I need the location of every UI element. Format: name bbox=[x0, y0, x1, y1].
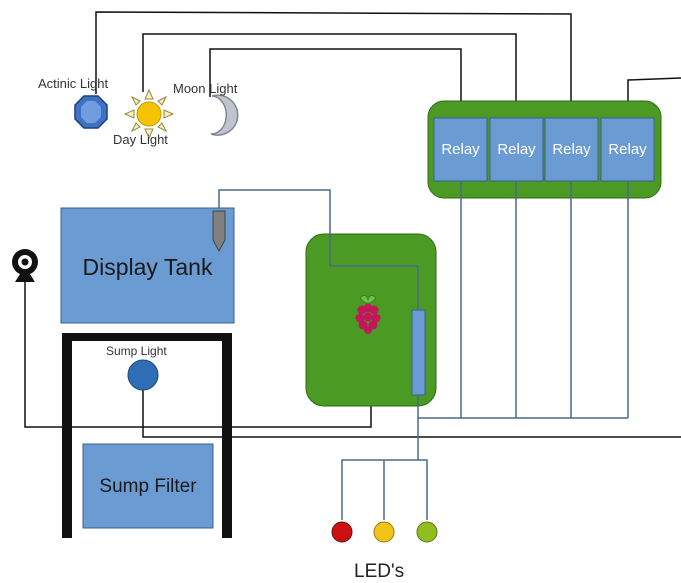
sump-filter-label: Sump Filter bbox=[99, 476, 197, 497]
actinic-light-label: Actinic Light bbox=[38, 76, 109, 91]
day-light-label: Day Light bbox=[113, 132, 168, 147]
relay-control-wires bbox=[418, 181, 629, 419]
relay-1 bbox=[433, 117, 488, 182]
sun-icon bbox=[123, 88, 175, 140]
relay-2-label: Relay bbox=[497, 141, 536, 158]
webcam-icon bbox=[12, 249, 38, 282]
led-green bbox=[416, 521, 438, 543]
led-wires bbox=[341, 395, 428, 520]
sump-light-label: Sump Light bbox=[106, 344, 167, 358]
stand-top-bar bbox=[62, 333, 232, 341]
temperature-probe-icon bbox=[212, 210, 226, 253]
relay-1-label: Relay bbox=[441, 141, 480, 158]
actinic-light-icon bbox=[74, 95, 108, 129]
stand-right-leg bbox=[222, 333, 232, 538]
raspberry-pi-icon bbox=[355, 295, 381, 334]
wire-actinic bbox=[95, 11, 572, 120]
wire-moonlight bbox=[209, 48, 462, 120]
relay-3-label: Relay bbox=[552, 141, 591, 158]
display-tank-label: Display Tank bbox=[82, 254, 213, 280]
wire-webcam bbox=[24, 278, 372, 428]
led-yellow bbox=[373, 521, 395, 543]
wire-sump-light bbox=[142, 390, 681, 438]
sump-filter bbox=[82, 443, 214, 529]
relay-4-label: Relay bbox=[608, 141, 647, 158]
moon-light-label: Moon Light bbox=[173, 81, 238, 96]
gpio-header bbox=[411, 309, 426, 396]
moon-icon bbox=[210, 94, 239, 136]
sump-light-icon bbox=[127, 359, 159, 391]
stand-left-leg bbox=[62, 333, 72, 538]
wire-daylight bbox=[142, 33, 517, 120]
led-red bbox=[331, 521, 353, 543]
wire-temperature-probe bbox=[218, 189, 419, 310]
light-wires bbox=[24, 11, 681, 438]
display-tank bbox=[60, 207, 235, 324]
leds-label: LED's bbox=[354, 561, 405, 582]
